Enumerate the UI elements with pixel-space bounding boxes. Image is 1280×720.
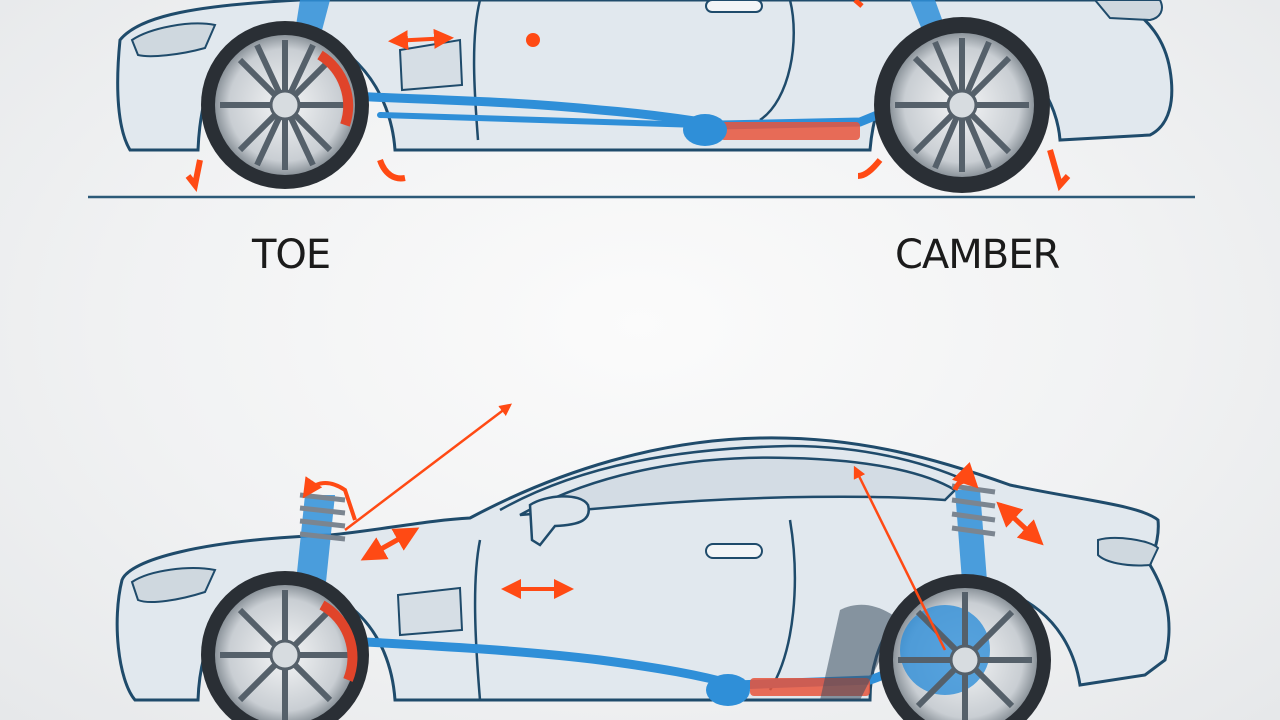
top-car-headlight (130, 22, 217, 58)
top-car-side-vent (398, 38, 464, 92)
top-marker-dot (526, 33, 540, 47)
bottom-arrow-front-strut-curve (302, 476, 357, 521)
bottom-arrow-rear-top-curve (952, 462, 979, 491)
top-car-door-line (472, 0, 482, 141)
bottom-car-door-line (473, 539, 482, 701)
bottom-front-wheel (201, 571, 369, 720)
bottom-car-window (519, 456, 958, 517)
bottom-car-taillight (1097, 537, 1160, 567)
top-car-diagram (116, 0, 1174, 193)
top-car-door-handle (705, 0, 763, 13)
top-car-diff (683, 114, 727, 146)
bottom-arrow-long-front (344, 403, 512, 531)
bottom-car-rear-arm (820, 604, 900, 700)
bottom-car-front-spring (299, 492, 346, 542)
bottom-arrow-hood (360, 527, 420, 561)
top-rear-wheel (874, 17, 1050, 193)
bottom-car-door-handle (705, 543, 763, 559)
top-arrow-rear-low (857, 158, 883, 179)
bottom-arrow-rear-strut (996, 501, 1044, 546)
top-arrow-door (388, 28, 454, 51)
bottom-arrow-long-rear (853, 465, 947, 651)
bottom-car-headlight (130, 567, 217, 603)
top-arrow-roof (853, 0, 864, 8)
bottom-car-mirror (528, 495, 590, 547)
top-car-taillight (1093, 0, 1163, 22)
bottom-car-roof-line (499, 444, 976, 512)
bottom-car-diff (706, 674, 750, 706)
top-car-door-line-2 (759, 0, 795, 122)
bottom-rear-wheel (879, 574, 1051, 720)
top-arrow-front-mid (377, 158, 406, 182)
bottom-car-diagram (115, 403, 1171, 720)
top-car-exhaust-bar (720, 122, 860, 140)
top-arrow-rear-right (1047, 149, 1071, 192)
top-front-wheel (201, 21, 369, 189)
top-car-lower-arm (377, 112, 703, 128)
toe-label: TOE (252, 232, 331, 278)
camber-label: CAMBER (895, 232, 1060, 278)
bottom-car-side-vent (396, 586, 464, 637)
top-arrow-front-low (185, 159, 203, 193)
bottom-car-door-line-2 (768, 519, 797, 691)
